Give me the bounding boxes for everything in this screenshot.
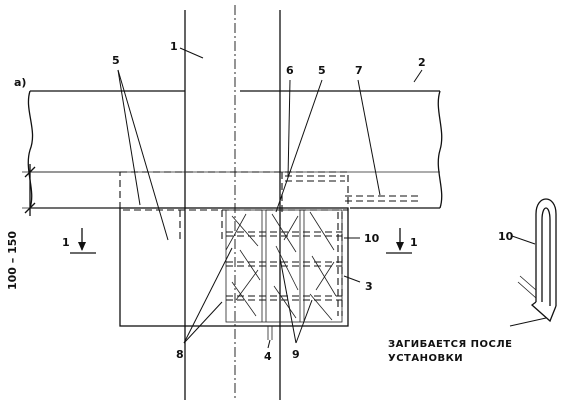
figure-label: а) [14,76,26,89]
column [184,5,281,400]
callout-4: 4 [264,350,272,363]
reinforcement-mesh [225,209,343,340]
callout-7: 7 [355,64,363,77]
section-label-left: 1 [62,236,70,249]
callout-2: 2 [418,56,426,69]
section-label-right: 1 [410,236,418,249]
section-mark-right: 1 [386,228,418,254]
callout-1: 1 [170,40,178,53]
callout-6: 6 [286,64,294,77]
encasement [119,207,349,327]
embedded-plate [119,171,420,242]
section-mark-left: 1 [62,228,96,254]
dimension-marker: 100 – 150 [6,164,120,290]
callout-3: 3 [365,280,373,293]
leader-lines [117,47,547,349]
callout-5-right: 5 [318,64,326,77]
dimension-label: 100 – 150 [6,231,19,290]
callout-5-left: 5 [112,54,120,67]
callout-9: 9 [292,348,300,361]
callout-10-detail: 10 [498,230,514,243]
callout-8: 8 [176,348,184,361]
hooked-bar-detail [511,198,557,323]
note-line-2: УСТАНОВКИ [388,353,463,364]
note-line-1: ЗАГИБАЕТСЯ ПОСЛЕ [388,339,512,350]
callout-10-main: 10 [364,232,380,245]
